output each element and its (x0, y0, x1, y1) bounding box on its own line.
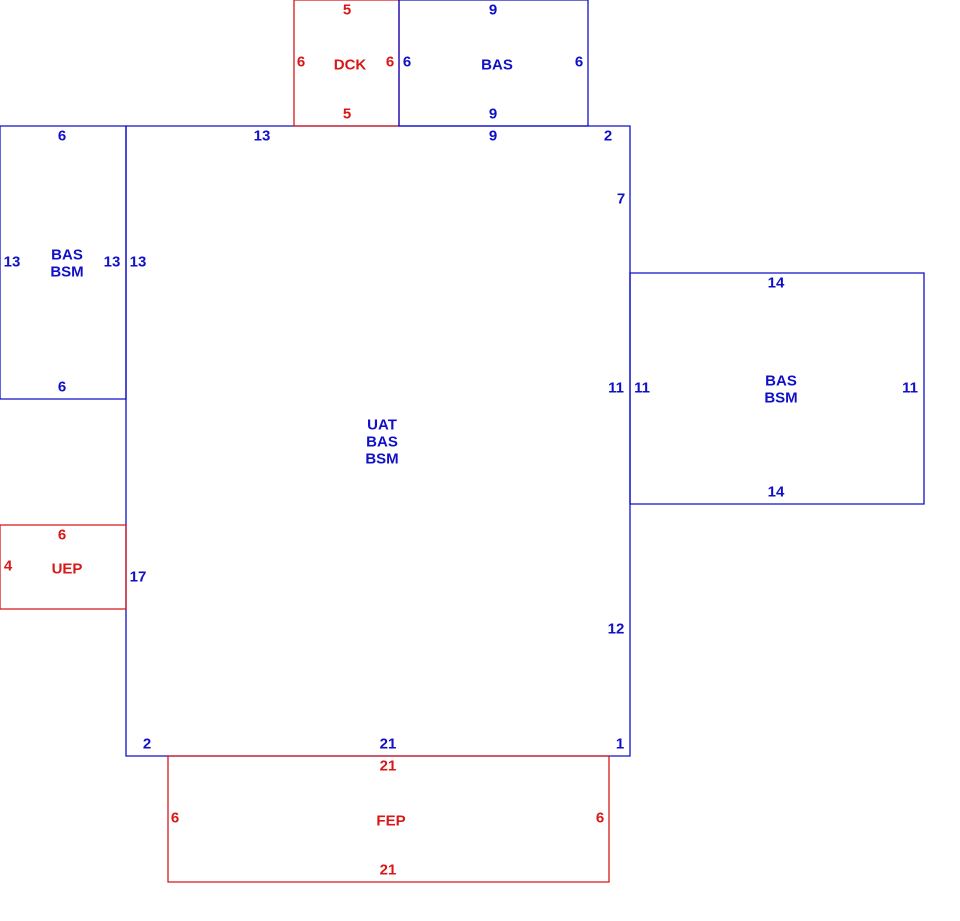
fep-outline (167, 755, 610, 883)
dck-dim-bottom: 5 (343, 106, 351, 123)
dck-label: DCK (334, 57, 367, 74)
main-dim-left-upper: 13 (130, 254, 147, 271)
dck-dim-left: 6 (297, 54, 305, 71)
bas-right-dim-top: 14 (768, 275, 785, 292)
bas-right-dim-left: 11 (634, 380, 650, 397)
main-dim-right-mid: 11 (608, 380, 624, 397)
bas-left-label-2: BSM (50, 264, 83, 281)
bas-left-dim-right: 13 (104, 254, 121, 271)
fep-dim-bottom: 21 (380, 862, 397, 879)
uep-dim-left: 4 (4, 558, 13, 575)
main-area-label-2: BAS (366, 434, 398, 451)
bas-right-label-2: BSM (764, 390, 797, 407)
bas-left-outline (0, 125, 127, 400)
main-area-label-1: UAT (367, 417, 397, 434)
fep-label: FEP (376, 813, 405, 830)
bas-top-dim-left: 6 (403, 54, 411, 71)
bas-right-dim-bottom: 14 (768, 484, 785, 501)
bas-left-label-1: BAS (51, 247, 83, 264)
dck-dim-right: 6 (386, 54, 394, 71)
main-dim-left-lower: 17 (130, 569, 147, 586)
bas-top-label: BAS (481, 57, 513, 74)
uep-outline (0, 524, 127, 610)
uep-dim-top: 6 (58, 527, 66, 544)
main-dim-top-corner: 2 (604, 128, 612, 145)
bas-top-dim-top: 9 (489, 2, 497, 19)
bas-top-dim-right: 6 (575, 54, 583, 71)
main-dim-right-lower: 12 (608, 621, 625, 638)
main-dim-top-left: 13 (254, 128, 271, 145)
fep-dim-top: 21 (380, 758, 397, 775)
main-dim-bottom: 21 (380, 736, 397, 753)
bas-left-dim-bottom: 6 (58, 379, 66, 396)
bas-left-dim-left: 13 (4, 254, 21, 271)
dck-dim-top: 5 (343, 2, 351, 19)
bas-right-label-1: BAS (765, 373, 797, 390)
uep-label: UEP (52, 561, 83, 578)
main-dim-bottom-right: 1 (616, 736, 624, 753)
fep-dim-right: 6 (596, 810, 604, 827)
fep-dim-left: 6 (171, 810, 179, 827)
bas-top-dim-bottom: 9 (489, 106, 497, 123)
bas-top-outline (398, 0, 589, 127)
main-area-label-3: BSM (365, 451, 398, 468)
main-dim-bottom-left: 2 (143, 736, 151, 753)
main-dim-top-right: 9 (489, 128, 497, 145)
bas-right-outline (629, 272, 925, 505)
bas-left-dim-top: 6 (58, 128, 66, 145)
bas-right-dim-right: 11 (902, 380, 918, 397)
main-dim-right-upper: 7 (617, 191, 625, 208)
